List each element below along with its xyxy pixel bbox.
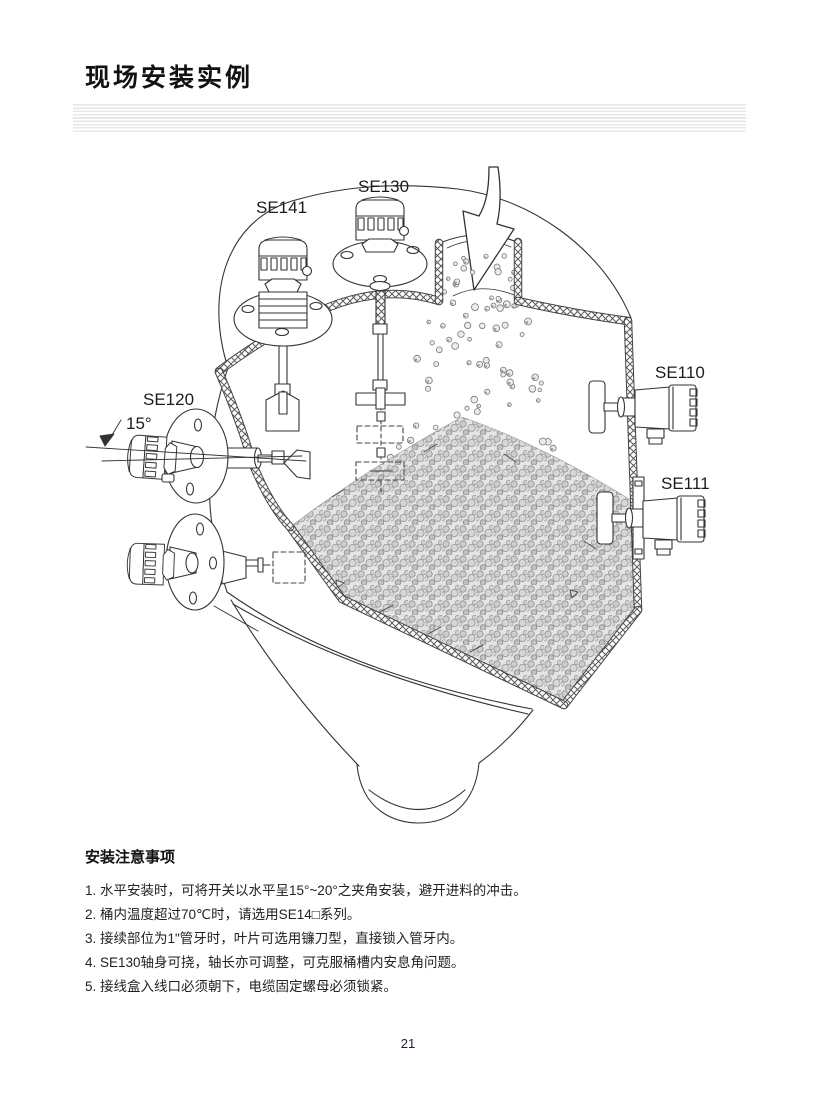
wall-ceiling-right [513,296,633,326]
cone-front-left-edge [230,599,360,767]
se111-housing [642,497,679,541]
se120-lower-housing [126,542,176,586]
tank-outline [208,185,632,824]
se130-switch [332,196,428,410]
se120-switch-lower [126,513,306,632]
outlet-outer-rim [356,762,480,824]
installation-notes: 安装注意事项 1. 水平安装时，可将开关以水平呈15°~20°之夹角安装，避开进… [85,846,725,999]
se141-heat-bellows [258,291,308,329]
label-se141: SE141 [256,198,307,217]
se111-paddle [596,491,614,545]
label-angle-15: 15° [126,414,152,433]
se120-lower-ghost-paddle [272,551,306,584]
label-se110: SE110 [655,363,705,382]
cone-front-right-edge [478,709,534,764]
outlet-inner-rim [368,789,466,810]
se110-conduit [646,428,665,439]
se130-housing [355,196,405,253]
se111-switch [596,476,706,560]
front-shell-cut-edge-a [226,591,533,710]
note-item-3: 3. 接续部位为1"管牙时，叶片可选用镰刀型，直接锁入管牙内。 [85,931,464,946]
se120-switch-upper [85,408,311,504]
page-title: 现场安装实例 [85,64,254,92]
notes-heading: 安装注意事项 [85,849,176,866]
se111-conduit [654,539,673,550]
wall-right [623,316,643,615]
se130-extension-rod [377,333,384,381]
se130-cable-gland-icon [398,225,410,237]
se111-gland [676,495,705,543]
se110-paddle [588,380,606,434]
inlet-bottom-back-edge [452,288,515,297]
se110-housing [634,386,671,430]
label-se130: SE130 [358,177,409,196]
dome-silhouette [218,185,632,369]
pile-flow-marks [331,443,597,653]
note-item-5: 5. 接线盒入线口必须朝下，电缆固定螺母必须锁紧。 [85,979,398,994]
note-item-2: 2. 桶内温度超过70℃时，请选用SE14□系列。 [85,907,361,922]
se141-cable-gland-icon [301,265,313,277]
se110-switch [588,380,698,445]
se120-paddle [283,449,311,480]
wall-cone-right [559,605,643,710]
se130-flexible-shaft [375,290,386,325]
diagram-labels: SE141 SE130 SE120 15° SE110 SE111 [126,177,710,493]
angle-arrowhead-icon [99,433,115,447]
material-pile [289,416,641,704]
se141-switch [233,236,333,432]
se141-housing [258,236,308,293]
se130-ghost-positions [355,405,405,493]
wall-cone-left [285,522,569,710]
label-se111: SE111 [661,474,710,493]
switch-axis-line [85,446,307,462]
se141-shaft [278,345,288,385]
se110-gland [668,384,697,432]
horizontal-reference-line [101,455,303,462]
note-item-4: 4. SE130轴身可挠，轴长亦可调整，可克服桶槽内安息角问题。 [85,955,465,970]
label-se120: SE120 [143,390,194,409]
front-shell-cut-edge-b [232,603,529,715]
angle-dimension [85,419,307,462]
note-item-1: 1. 水平安装时，可将开关以水平呈15°~20°之夹角安装，避开进料的冲击。 [85,883,527,898]
header-stripes [73,104,746,133]
wall-ceiling-left [214,289,444,376]
se120-lower-nozzle [221,550,247,585]
page-number: 21 [400,1036,416,1051]
feed-arrow-icon [462,166,515,291]
